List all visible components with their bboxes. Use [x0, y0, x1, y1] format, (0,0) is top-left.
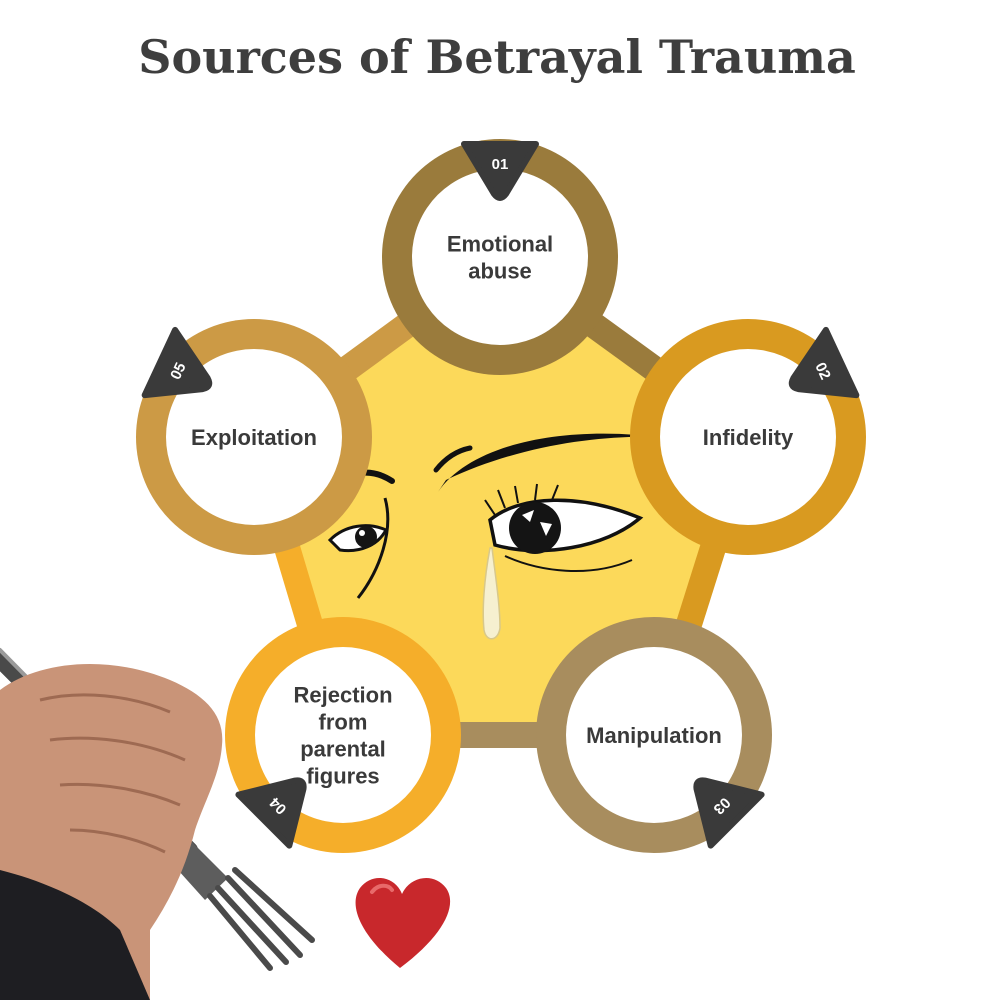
badge-triangle: [461, 141, 539, 201]
source-node: Exploitation 05: [136, 319, 372, 555]
node-label: Exploitation: [191, 425, 317, 450]
node-number-badge: 05: [141, 326, 213, 399]
node-inner-circle: [660, 349, 836, 525]
node-number-badge: 03: [693, 777, 765, 849]
node-label: Manipulation: [586, 723, 722, 748]
node-inner-circle: [166, 349, 342, 525]
badge-number: 01: [492, 156, 509, 173]
node-inner-circle: [412, 169, 588, 345]
heart-icon: [355, 877, 451, 968]
badge-triangle: [788, 326, 860, 399]
badge-number: 05: [167, 360, 189, 382]
node-number-badge: 02: [788, 326, 860, 399]
hand-holding-fork-icon: [0, 648, 315, 1000]
node-label: Emotional: [447, 232, 553, 257]
node-label: Rejection: [293, 683, 392, 708]
node-label: parental: [300, 737, 386, 762]
page-title: Sources of Betrayal Trauma: [138, 30, 856, 84]
source-node: Infidelity 02: [630, 319, 866, 555]
heart-highlight: [370, 883, 394, 894]
node-label: Infidelity: [703, 425, 794, 450]
badge-number: 02: [811, 360, 833, 382]
crying-eyes-icon: [327, 433, 658, 640]
node-number-badge: 04: [235, 777, 307, 849]
badge-triangle: [141, 326, 213, 399]
badge-triangle: [693, 777, 765, 849]
source-node: Manipulation 03: [536, 617, 772, 853]
node-label: abuse: [468, 259, 532, 284]
node-number-badge: 01: [461, 141, 539, 201]
node-label: figures: [306, 764, 379, 789]
node-label: from: [319, 710, 368, 735]
badge-triangle: [235, 777, 307, 849]
